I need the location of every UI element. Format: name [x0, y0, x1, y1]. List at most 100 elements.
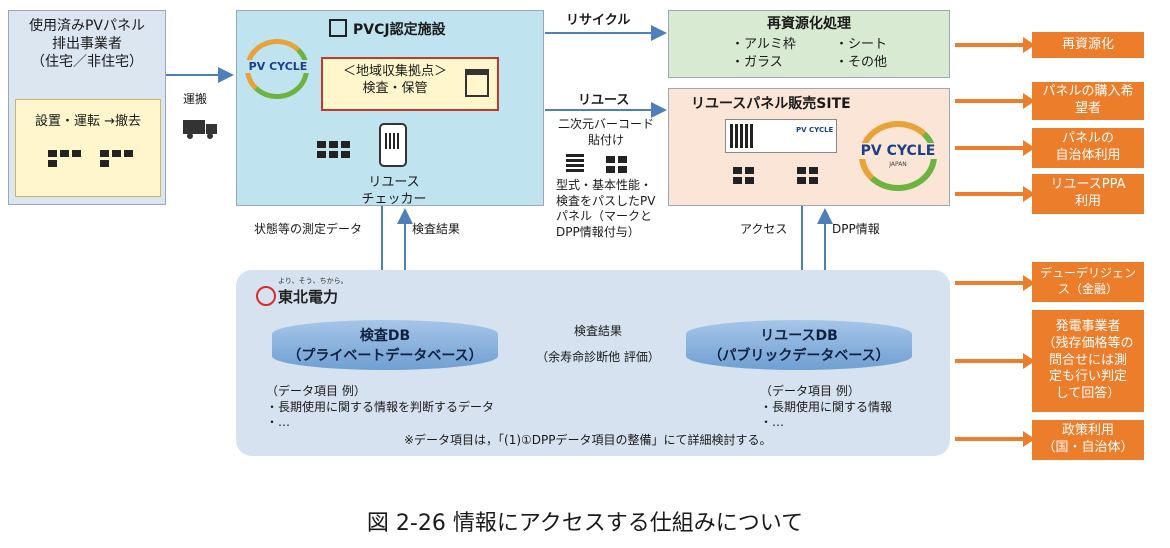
access-label: アクセス	[740, 222, 788, 236]
qr-code-icon	[566, 154, 584, 172]
outcome-text: 利用	[1074, 194, 1101, 209]
checker-line-1: リユース	[368, 175, 420, 190]
solar-panel-icon	[317, 141, 355, 158]
outcome-text: ス（金融）	[1057, 282, 1118, 296]
outcome-recycling: 再資源化	[1032, 32, 1144, 58]
reuse-label: リユース	[578, 93, 630, 108]
left-db-item-1: （データ項目 例）	[266, 384, 366, 398]
emitter-box: 使用済みPVパネル 排出事業者 （住宅／非住宅） 設置・運転 →撤去	[8, 10, 166, 205]
right-db-item-1: （データ項目 例）	[760, 384, 860, 398]
outcome-text: 問合せには測	[1048, 352, 1127, 368]
solar-panel-icon	[797, 167, 827, 184]
outcome-municipal: パネルの 自治体利用	[1032, 128, 1144, 168]
label-logo-text: PV CYCLE	[796, 126, 834, 134]
solar-panel-icon	[606, 156, 636, 173]
solar-panel-icon	[100, 150, 140, 167]
right-db-item-3: ・…	[760, 415, 785, 430]
building-icon	[329, 19, 347, 37]
outcome-text: （国・自治体）	[1042, 440, 1134, 455]
outcome-arrow	[955, 437, 1025, 441]
tohoku-tagline: より、そう、ちから。	[278, 277, 348, 285]
mid-result-sub: （余寿命診断他 評価）	[536, 349, 660, 364]
solar-panel-icon	[48, 150, 88, 167]
tohoku-logo: より、そう、ちから。 東北電力	[256, 276, 348, 306]
outcome-text: リユースPPA	[1050, 177, 1126, 193]
truck-icon	[183, 120, 217, 139]
outcome-text: 定も行い判定	[1048, 369, 1127, 385]
reuse-db-line-1: リユースDB	[760, 328, 838, 344]
outcome-text: して回答）	[1055, 386, 1121, 402]
dpp-info-label: DPP情報	[832, 222, 880, 236]
right-db-item-2: ・長期使用に関する情報	[760, 399, 893, 414]
left-db-item-2: ・長期使用に関する情報を判断するデータ	[266, 399, 495, 414]
outcome-arrow	[955, 359, 1025, 363]
outcome-text: パネルの	[1061, 131, 1114, 147]
checker-line-2: チェッカー	[361, 191, 427, 207]
outcome-power-producers: 発電事業者 （残存価格等の 問合せには測 定も行い判定 して回答）	[1032, 310, 1144, 412]
transport-label: 運搬	[183, 92, 208, 106]
hub-line-2: 検査・保管	[362, 80, 428, 96]
outcome-text: 政策利用	[1061, 423, 1114, 439]
qr-caption-2: 貼付け	[587, 132, 624, 147]
outcome-text: （残存価格等の	[1042, 335, 1134, 351]
outcome-arrow	[955, 146, 1025, 150]
left-db-item-3: ・…	[266, 415, 291, 430]
outcome-arrow	[955, 281, 1025, 285]
outcome-due-diligence: デューデリジェン ス（金融）	[1032, 262, 1144, 302]
outcome-text: デューデリジェン	[1039, 266, 1136, 281]
outcome-text: パネルの購入希	[1042, 84, 1134, 100]
outcome-text: 望者	[1074, 101, 1101, 116]
pv-cycle-logo-sub: JAPAN	[889, 161, 907, 168]
recycling-box: 再資源化処理 ・アルミ枠 ・シート ・ガラス ・その他	[668, 10, 950, 78]
inspection-db-line-1: 検査DB	[359, 328, 411, 344]
warehouse-icon	[465, 69, 489, 97]
outcome-buyers: パネルの購入希 望者	[1032, 82, 1144, 120]
type-caption-3: パネル（マークと	[556, 209, 653, 224]
recycling-item-2: ・シート	[835, 37, 888, 52]
recycling-item-3: ・ガラス	[731, 55, 783, 70]
emitter-title-1: 使用済みPVパネル	[28, 18, 146, 34]
outcome-ppa: リユースPPA 利用	[1032, 174, 1144, 214]
reuse-site-box: リユースパネル販売SITE PV CYCLE PV CYCLE JAPAN	[668, 88, 950, 206]
recycling-item-4: ・その他	[835, 55, 888, 70]
emitter-title-2: 排出事業者	[52, 36, 122, 53]
reuse-db: リユースDB （パブリックデータベース）	[686, 320, 912, 370]
type-caption-1: 型式・基本性能・	[556, 178, 653, 192]
pvcj-title: PVCJ認定施設	[353, 22, 446, 38]
outcome-text: 再資源化	[1061, 36, 1114, 52]
solar-panel-icon	[733, 167, 763, 184]
pv-cycle-logo-text: PV CYCLE	[242, 60, 314, 73]
outcome-text: 自治体利用	[1055, 148, 1121, 163]
recycling-title: 再資源化処理	[767, 16, 851, 32]
footnote: ※データ項目は，「(1)①DPPデータ項目の整備」にて詳細検討する。	[404, 433, 772, 447]
pvcj-facility-box: PVCJ認定施設 PV CYCLE ＜地域収集拠点＞ 検査・保管 リユース チェ…	[236, 10, 544, 207]
measurement-label: 状態等の測定データ	[254, 222, 363, 236]
outcome-arrow	[955, 99, 1025, 103]
install-operation-label: 設置・運転 →撤去	[34, 114, 142, 129]
outcome-policy: 政策利用 （国・自治体）	[1032, 420, 1144, 460]
type-caption-4: DPP情報付与）	[556, 224, 640, 239]
outcome-arrow	[955, 43, 1025, 47]
tohoku-name: 東北電力	[278, 288, 339, 306]
type-caption-2: 検査をパスしたPV	[556, 193, 656, 208]
reuse-site-title: リユースパネル販売SITE	[691, 96, 851, 112]
pv-cycle-logo: PV CYCLE JAPAN	[851, 121, 945, 191]
mid-result-label: 検査結果	[573, 324, 622, 338]
reuse-db-line-2: （パブリックデータベース）	[708, 348, 890, 364]
collection-hub-box: ＜地域収集拠点＞ 検査・保管	[321, 57, 499, 111]
inspection-result-label: 検査結果	[412, 222, 461, 236]
install-operation-box: 設置・運転 →撤去	[15, 99, 161, 197]
recycling-item-1: ・アルミ枠	[731, 37, 796, 52]
emitter-title-3: （住宅／非住宅）	[31, 54, 143, 71]
recycle-label: リサイクル	[566, 13, 631, 28]
product-label: PV CYCLE	[725, 119, 837, 153]
qr-code-icon	[730, 124, 754, 148]
inspection-db: 検査DB （プライベートデータベース）	[272, 320, 498, 370]
outcome-arrow	[955, 192, 1025, 196]
pv-cycle-logo-text: PV CYCLE	[851, 143, 945, 159]
hub-line-1: ＜地域収集拠点＞	[342, 64, 447, 79]
figure-caption: 図 2-26 情報にアクセスする仕組みについて	[366, 511, 804, 536]
outcome-text: 発電事業者	[1055, 318, 1121, 334]
qr-caption-1: 二次元バーコード	[557, 117, 654, 131]
inspection-db-line-2: （プライベートデータベース）	[287, 348, 483, 364]
